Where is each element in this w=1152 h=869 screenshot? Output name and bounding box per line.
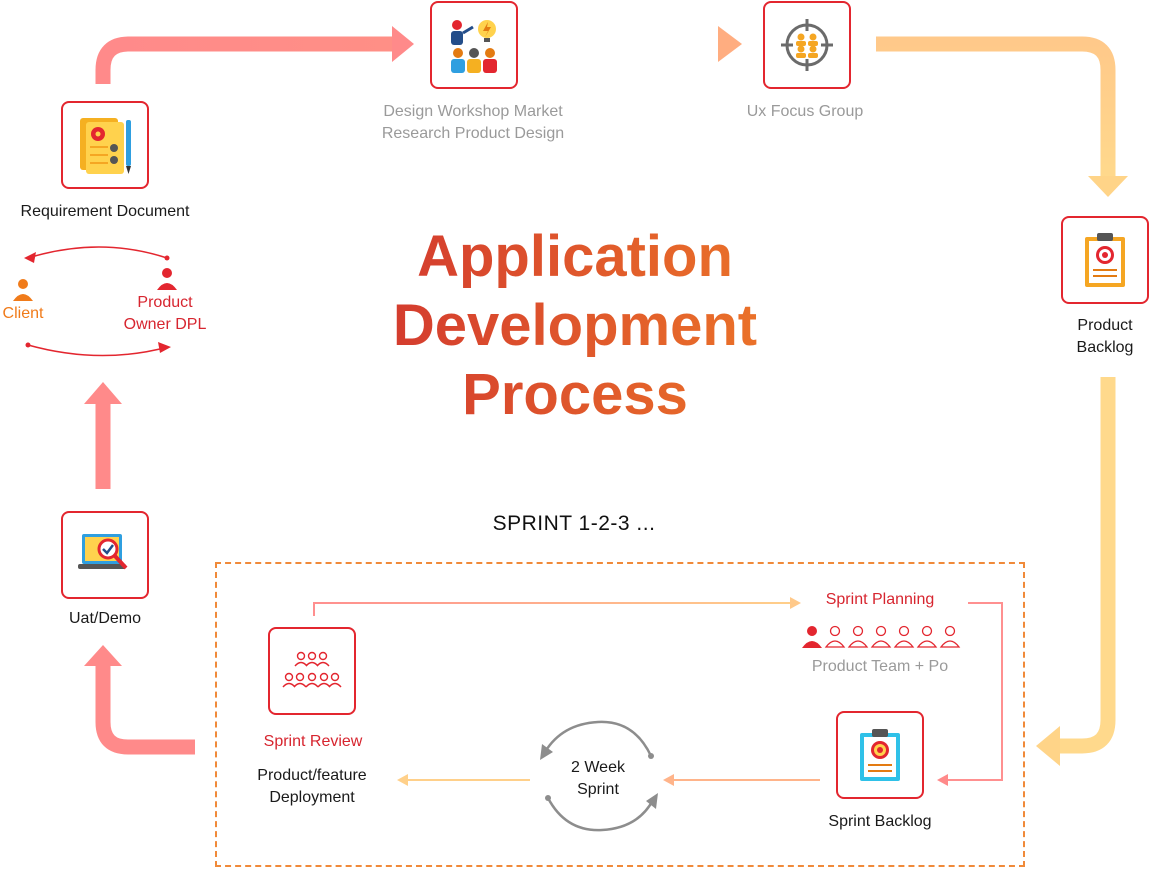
page-title: Application Development Process [330,222,820,429]
target-group-icon [781,19,833,71]
sprint-review-node[interactable] [268,627,356,715]
arrow-planning-to-backlog [946,602,1003,781]
arrowhead [84,382,122,404]
cycle-arrow-bottom [546,797,655,832]
design-label: Design Workshop Market Research Product … [381,103,565,142]
curve-client-to-owner [27,344,169,357]
owner-person-icon [157,268,177,290]
sprint-backlog-node[interactable] [836,711,924,799]
product-team-icons [802,625,961,648]
arrow-ux-to-backlog [876,36,1116,178]
arrow-backlog-to-sprint [1058,377,1116,754]
requirement-label: Requirement Document [20,203,190,220]
document-gear-icon [80,118,131,174]
arrowhead [392,26,414,62]
arrowhead [1088,176,1128,197]
clipboard-target-blue-icon [860,729,900,781]
cycle-arrow-top [543,720,653,757]
product-backlog-label: Product Backlog [1076,317,1134,356]
team-review-icon [282,651,342,688]
sprint-heading: SPRINT 1-2-3 ... [492,512,656,535]
laptop-check-icon [78,534,128,570]
workshop-team-icon [451,20,497,73]
requirement-node[interactable] [61,101,149,189]
arrow-review-to-planning [313,602,792,616]
owner-label: Product Owner DPL [123,294,207,333]
product-team-label: Product Team + Po [811,658,949,675]
arrowhead [84,645,122,666]
arrow-req-to-design [95,36,392,84]
ux-focus-node[interactable] [763,1,851,89]
product-backlog-node[interactable] [1061,216,1149,304]
arrowhead [718,26,742,62]
uat-label: Uat/Demo [68,610,142,627]
deployment-label: Product/feature Deployment [257,767,367,806]
uat-demo-node[interactable] [61,511,149,599]
sprint-container [215,562,1025,867]
sprint-backlog-label: Sprint Backlog [828,813,932,830]
clipboard-target-icon [1085,233,1125,287]
client-person-icon [13,279,33,301]
design-workshop-node[interactable] [430,1,518,89]
arrow-sprint-to-uat [95,664,195,755]
ux-label: Ux Focus Group [746,103,864,120]
curve-owner-to-client [27,246,168,259]
sprint-review-label: Sprint Review [263,733,363,750]
cycle-label: 2 Week Sprint [571,759,625,798]
client-label: Client [2,305,44,322]
sprint-planning-label: Sprint Planning [825,591,935,608]
arrowhead [1036,726,1060,766]
